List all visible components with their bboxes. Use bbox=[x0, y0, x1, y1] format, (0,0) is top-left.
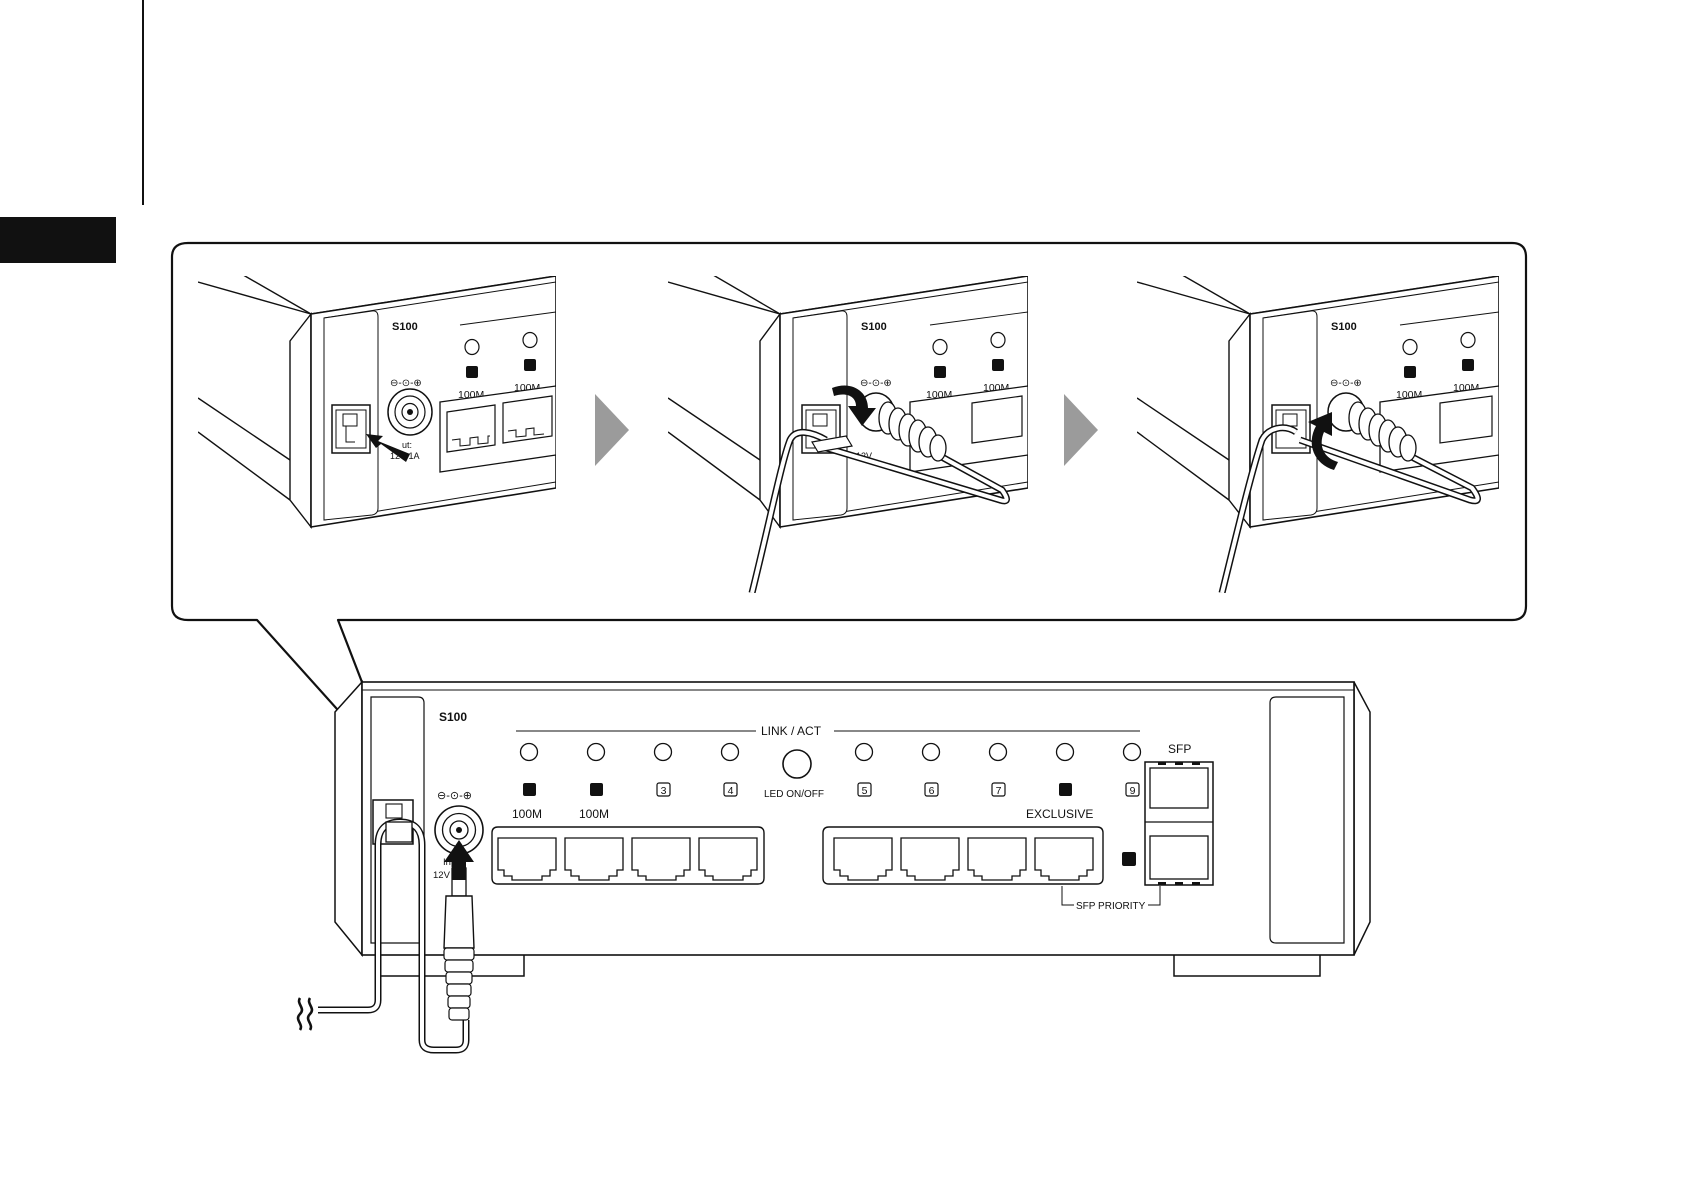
link-led-1 bbox=[521, 744, 538, 761]
ethernet-port-5[interactable] bbox=[834, 838, 892, 880]
port-number-3: 3 bbox=[661, 785, 667, 797]
link-led-7 bbox=[990, 744, 1007, 761]
sfp-slot-upper[interactable] bbox=[1150, 768, 1208, 808]
svg-text:⊖-⊙-⊕: ⊖-⊙-⊕ bbox=[437, 790, 472, 802]
ethernet-port-7[interactable] bbox=[968, 838, 1026, 880]
link-act-label: LINK / ACT bbox=[761, 724, 822, 738]
sfp-label: SFP bbox=[1168, 742, 1191, 756]
ethernet-port-6[interactable] bbox=[901, 838, 959, 880]
link-led-9 bbox=[1124, 744, 1141, 761]
port-1-marker bbox=[523, 783, 536, 796]
ethernet-port-1[interactable] bbox=[498, 838, 556, 880]
svg-text:⊖-⊙-⊕: ⊖-⊙-⊕ bbox=[1330, 378, 1362, 389]
port-number-6: 6 bbox=[929, 785, 935, 797]
port-number-4: 4 bbox=[728, 785, 734, 797]
link-led-4 bbox=[722, 744, 739, 761]
link-led-8 bbox=[1057, 744, 1074, 761]
step-1-jack-caption: ut: bbox=[402, 440, 412, 450]
exclusive-label: EXCLUSIVE bbox=[1026, 807, 1093, 821]
port-number-9: 9 bbox=[1130, 785, 1136, 797]
ethernet-port-8[interactable] bbox=[1035, 838, 1093, 880]
sfp-priority-label: SFP PRIORITY bbox=[1076, 901, 1146, 912]
step-3-model-label: S100 bbox=[1331, 321, 1357, 333]
svg-text:⊖-⊙-⊕: ⊖-⊙-⊕ bbox=[860, 378, 892, 389]
link-led-2 bbox=[588, 744, 605, 761]
port-2-marker bbox=[590, 783, 603, 796]
led-on-off-label: LED ON/OFF bbox=[764, 789, 824, 800]
svg-text:⊖-⊙-⊕: ⊖-⊙-⊕ bbox=[390, 378, 422, 389]
ethernet-port-4[interactable] bbox=[699, 838, 757, 880]
speed-label-1: 100M bbox=[512, 807, 542, 821]
sfp-marker bbox=[1122, 852, 1136, 866]
port-number-5: 5 bbox=[862, 785, 868, 797]
link-led-5 bbox=[856, 744, 873, 761]
ethernet-port-2[interactable] bbox=[565, 838, 623, 880]
step-1-model-label: S100 bbox=[392, 321, 418, 333]
model-label: S100 bbox=[439, 710, 467, 724]
link-led-6 bbox=[923, 744, 940, 761]
switch-rear-panel: S100 LINK / ACT LED ON/OFF bbox=[298, 682, 1370, 1050]
port-8-marker bbox=[1059, 783, 1072, 796]
step-2-model-label: S100 bbox=[861, 321, 887, 333]
sfp-slot-lower[interactable] bbox=[1150, 836, 1208, 879]
port-number-7: 7 bbox=[996, 785, 1002, 797]
link-led-3 bbox=[655, 744, 672, 761]
speed-label-2: 100M bbox=[579, 807, 609, 821]
led-on-off-button[interactable] bbox=[783, 750, 811, 778]
wavy-break-icon bbox=[298, 998, 312, 1030]
ethernet-port-3[interactable] bbox=[632, 838, 690, 880]
